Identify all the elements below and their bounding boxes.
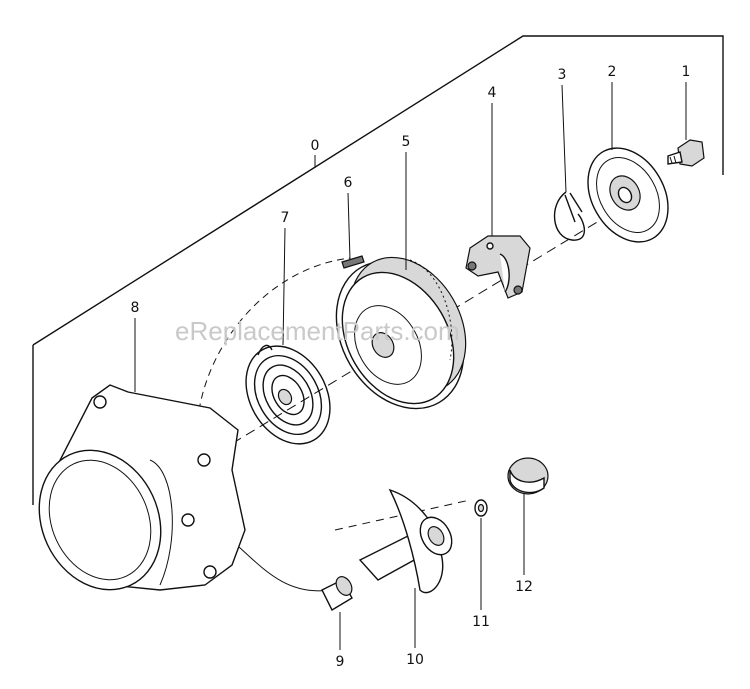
callout-10: 10 — [406, 652, 424, 668]
callout-6: 6 — [344, 175, 353, 191]
part-9-grommet — [321, 576, 353, 611]
callout-7: 7 — [281, 210, 290, 226]
part-3-spring-clip — [553, 191, 586, 241]
leader-lines — [134, 82, 687, 650]
part-10-starter-handle — [358, 488, 453, 594]
callout-labels: 0 1 2 3 4 5 6 7 8 9 10 11 12 — [131, 64, 691, 670]
callout-1: 1 — [682, 64, 691, 80]
callout-3: 3 — [558, 67, 567, 83]
part-2-pulley-disc — [587, 147, 669, 243]
callout-5: 5 — [402, 134, 411, 150]
callout-2: 2 — [608, 64, 617, 80]
callout-8: 8 — [131, 300, 140, 316]
part-11-washer — [474, 499, 488, 517]
part-4-ratchet — [465, 235, 531, 299]
part-12-knob-cap — [507, 457, 549, 495]
callout-11: 11 — [472, 614, 490, 630]
callout-4: 4 — [488, 85, 497, 101]
part-1-bolt — [667, 139, 705, 167]
part-6-rope — [341, 255, 365, 269]
callout-9: 9 — [336, 654, 345, 670]
callout-12: 12 — [515, 579, 533, 595]
part-5-rope-reel — [335, 256, 467, 410]
watermark: eReplacementParts.com — [175, 316, 460, 346]
assembly-bracket — [32, 35, 724, 505]
callout-0: 0 — [311, 138, 320, 154]
part-7-recoil-spring — [245, 344, 331, 445]
part-8-starter-housing — [38, 384, 246, 591]
